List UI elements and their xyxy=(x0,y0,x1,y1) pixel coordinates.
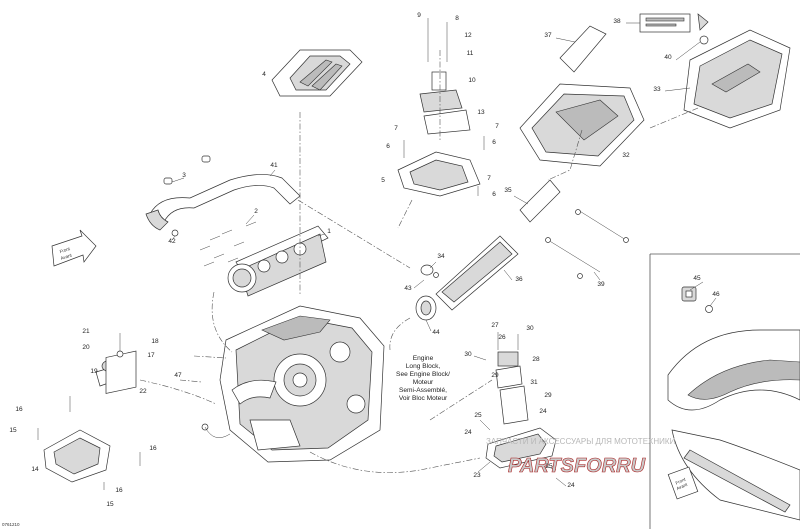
callout-42: 42 xyxy=(168,238,176,245)
callout-45: 45 xyxy=(693,275,701,282)
callout-29: 29 xyxy=(544,392,552,399)
callout-30: 30 xyxy=(526,325,534,332)
callout-7: 7 xyxy=(394,125,398,132)
callout-20: 20 xyxy=(82,344,90,351)
callout-31: 31 xyxy=(530,379,538,386)
engine-note-line-1: Engine xyxy=(413,355,434,362)
watermark: ЗАПЧАСТИ И АКСЕССУАРЫ ДЛЯ МОТОТЕХНИКИ PA… xyxy=(486,437,676,477)
airbox-assembly xyxy=(519,13,791,167)
callout-17: 17 xyxy=(147,352,155,359)
callout-39: 39 xyxy=(597,281,605,288)
callout-7: 7 xyxy=(487,175,491,182)
callout-15: 15 xyxy=(9,427,17,434)
callout-3: 3 xyxy=(182,172,186,179)
callout-6: 6 xyxy=(492,191,496,198)
callout-33: 33 xyxy=(653,86,661,93)
engine-note-line-5: Semi-Assemblé, xyxy=(399,387,447,394)
part-1-manifold xyxy=(199,214,329,297)
callout-29: 29 xyxy=(491,372,499,379)
rear-engine-mount xyxy=(473,332,567,487)
front-arrow-top-text-1: Front xyxy=(59,246,71,254)
callout-16: 16 xyxy=(149,445,157,452)
front-engine-mount xyxy=(37,333,141,490)
callout-2: 2 xyxy=(254,208,258,215)
callout-24: 24 xyxy=(464,429,472,436)
bolts-2 xyxy=(199,221,257,267)
engine-long-block xyxy=(201,305,385,463)
callout-41: 41 xyxy=(270,162,278,169)
callout-16: 16 xyxy=(115,487,123,494)
callout-7: 7 xyxy=(495,123,499,130)
callout-44: 44 xyxy=(432,329,440,336)
callout-27: 27 xyxy=(491,322,499,329)
callout-4: 4 xyxy=(262,71,266,78)
assembly-lines xyxy=(139,50,699,473)
part-41-hose xyxy=(145,155,301,241)
front-arrow-bottom-text-1: Front xyxy=(675,476,687,485)
callout-43: 43 xyxy=(404,285,412,292)
callout-47: 47 xyxy=(174,372,182,379)
callout-26: 26 xyxy=(498,334,506,341)
callout-21: 21 xyxy=(82,328,90,335)
callout-24: 24 xyxy=(567,482,575,489)
callout-19: 19 xyxy=(90,368,98,375)
callout-6: 6 xyxy=(386,143,390,150)
engine-note: Engine Long Block, See Engine Block/ Mot… xyxy=(396,355,450,402)
callout-35: 35 xyxy=(504,187,512,194)
callout-25: 25 xyxy=(474,412,482,419)
callout-11: 11 xyxy=(467,50,474,57)
callout-12: 12 xyxy=(464,32,472,39)
callout-37: 37 xyxy=(544,32,552,39)
front-arrow-bottom-text-2: Avant xyxy=(676,481,689,491)
callout-36: 36 xyxy=(515,276,523,283)
engine-note-line-6: Voir Bloc Moteur xyxy=(399,395,448,402)
callout-32: 32 xyxy=(622,152,630,159)
callout-5: 5 xyxy=(381,177,385,184)
callout-18: 18 xyxy=(151,338,159,345)
callout-6: 6 xyxy=(492,139,496,146)
part-4-cover xyxy=(271,49,363,97)
watermark-text: ЗАПЧАСТИ И АКСЕССУАРЫ ДЛЯ МОТОТЕХНИКИ xyxy=(486,437,676,446)
upper-mount-bracket xyxy=(397,18,485,197)
intake-hose xyxy=(413,179,561,332)
engine-note-line-4: Moteur xyxy=(413,379,434,386)
callout-24: 24 xyxy=(539,408,547,415)
callout-9: 9 xyxy=(417,12,421,19)
bolts-39 xyxy=(545,209,629,281)
callout-25: 25 xyxy=(545,463,553,470)
inset-detail-view: Front Avant xyxy=(649,253,800,529)
callout-40: 40 xyxy=(664,54,672,61)
front-arrow-icon: Front Avant xyxy=(51,229,97,267)
callout-8: 8 xyxy=(455,15,459,22)
callout-1: 1 xyxy=(327,228,331,235)
front-arrow-top-text-2: Avant xyxy=(60,252,73,261)
callout-22: 22 xyxy=(139,388,147,395)
doc-code: 0761210 xyxy=(2,522,20,527)
callout-30: 30 xyxy=(464,351,472,358)
callout-28: 28 xyxy=(532,356,540,363)
watermark-logo: PARTSFORRU xyxy=(508,455,646,477)
callout-38: 38 xyxy=(613,18,621,25)
callout-23: 23 xyxy=(473,472,481,479)
callout-10: 10 xyxy=(468,77,476,84)
callout-46: 46 xyxy=(712,291,720,298)
engine-note-line-2: Long Block, xyxy=(406,363,441,370)
callout-13: 13 xyxy=(477,109,485,116)
callout-14: 14 xyxy=(31,466,39,473)
callout-15: 15 xyxy=(106,501,114,508)
engine-note-line-3: See Engine Block/ xyxy=(396,371,450,378)
callout-16: 16 xyxy=(15,406,23,413)
callout-34: 34 xyxy=(437,253,445,260)
